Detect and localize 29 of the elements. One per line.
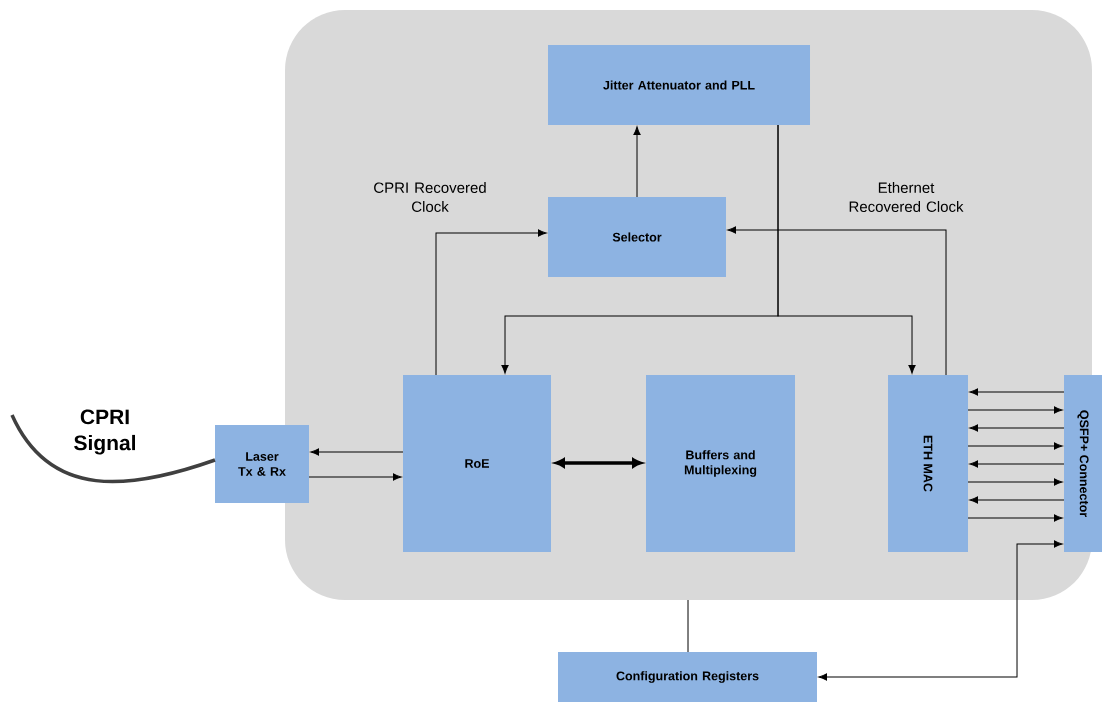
process-box: Jitter Attenuator and PLL (548, 45, 810, 125)
process-box: Configuration Registers (558, 652, 817, 702)
arrow (554, 458, 643, 468)
connector-line (687, 599, 689, 653)
arrow (727, 226, 947, 376)
arrow (310, 448, 404, 456)
arrow (967, 514, 1063, 522)
arrow (969, 424, 1065, 432)
connector-box: QSFP+ Connector (1064, 375, 1102, 552)
edge-label: Ethernet Recovered Clock (839, 180, 973, 214)
edge-label: CPRI Recovered Clock (363, 180, 497, 214)
cable-line (10, 414, 216, 484)
process-box: Selector (548, 197, 726, 277)
arrow (967, 406, 1063, 414)
arrow (969, 460, 1065, 468)
arrow (818, 540, 1063, 681)
arrow (633, 126, 641, 198)
arrow (967, 442, 1063, 450)
arrow (308, 473, 402, 481)
process-box: ETH MAC (888, 375, 968, 552)
arrow (967, 478, 1063, 486)
process-box: Laser Tx & Rx (215, 425, 309, 503)
process-box: RoE (403, 375, 551, 552)
arrow (435, 229, 547, 376)
arrow (969, 388, 1065, 396)
process-box: Buffers and Multiplexing (646, 375, 795, 552)
arrow (777, 124, 916, 374)
signal-label: CPRI Signal (74, 409, 136, 455)
arrow (969, 496, 1065, 504)
